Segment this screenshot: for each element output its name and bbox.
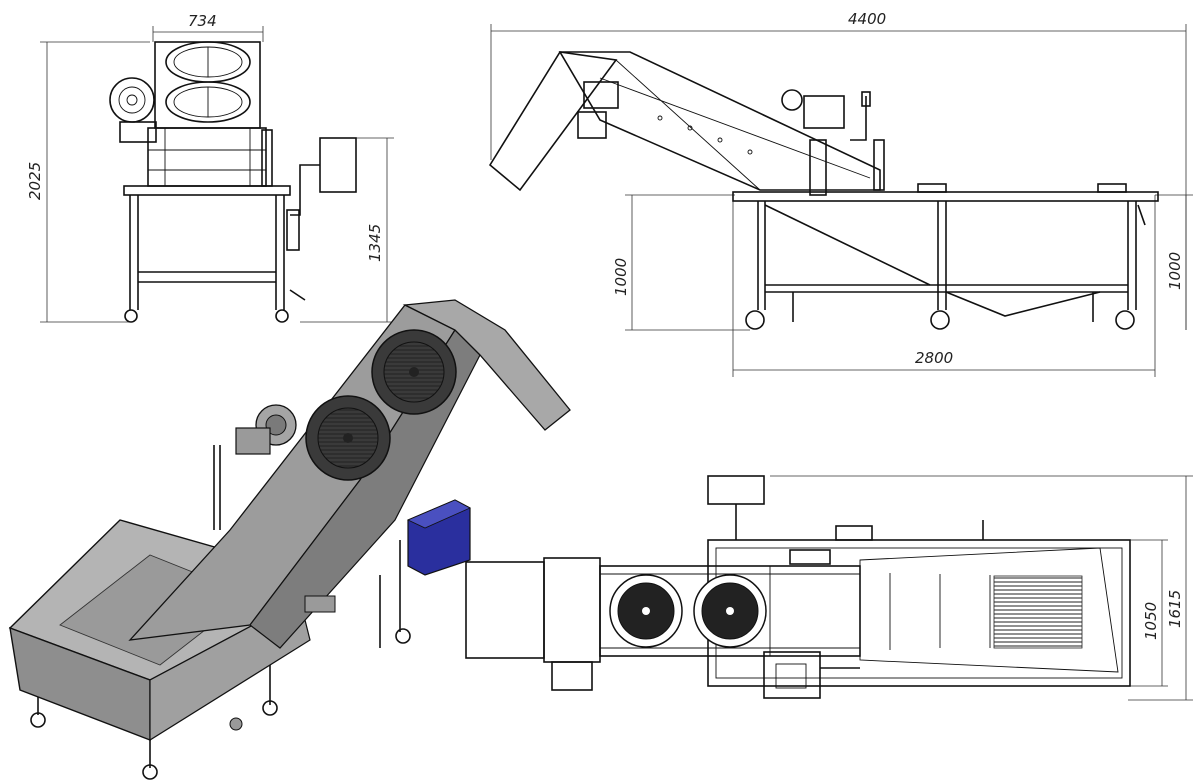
blower-motor (803, 95, 845, 129)
length-dimension-label: 4400 (848, 10, 886, 28)
side-blower (781, 89, 803, 111)
height-dimension-label: 2025 (26, 162, 44, 200)
top-conveyor (599, 565, 861, 657)
top-gear-motor (551, 661, 593, 691)
discharge-chute (488, 51, 618, 192)
control-box (319, 137, 357, 193)
top-control-box (707, 475, 765, 505)
conveyor-body (147, 127, 267, 187)
side-tank-top (732, 191, 1159, 202)
side-wheel-1 (745, 310, 765, 330)
frame-length-dimension-label: 2800 (915, 349, 953, 367)
side-view: 4400 2800 1000 1000 (488, 10, 1193, 377)
top-discharge-chute (465, 561, 545, 659)
lower-fan (165, 81, 251, 123)
fan-housing (154, 41, 261, 129)
iso-blower-motor (235, 427, 271, 455)
outer-width-dimension-label: 1615 (1166, 590, 1184, 628)
side-wheel-2 (930, 310, 950, 330)
iso-discharge-chute (402, 299, 571, 431)
top-perforated-bottom (993, 575, 1083, 649)
tank-top (123, 185, 291, 196)
front-left-wheel (124, 309, 138, 323)
left-height-dimension-label: 1000 (612, 258, 630, 296)
inner-width-dimension-label: 1050 (1142, 602, 1160, 640)
top-view: 1050 1615 (465, 475, 1193, 701)
inclined-conveyor (558, 51, 881, 191)
front-view: 734 2025 1345 (26, 12, 394, 323)
isometric-view (8, 299, 571, 780)
blower (109, 77, 155, 123)
side-height-dimension-label: 1345 (366, 224, 384, 262)
front-right-wheel (275, 309, 289, 323)
gear-motor (583, 81, 619, 109)
top-blower-motor (763, 651, 821, 699)
width-dimension-label: 734 (188, 12, 217, 30)
right-height-dimension-label: 1000 (1166, 252, 1184, 290)
side-wheel-3 (1115, 310, 1135, 330)
